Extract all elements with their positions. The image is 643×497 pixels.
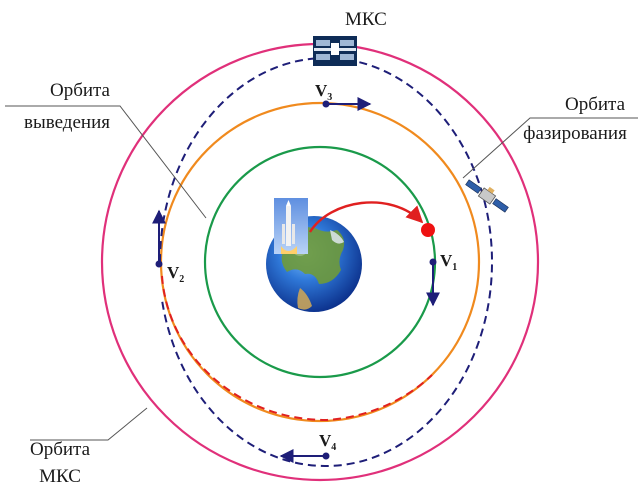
v3-letter: V [315, 81, 328, 100]
svg-text:V4: V4 [319, 431, 336, 453]
v4-index: 4 [331, 442, 336, 453]
velocity-v3: V3 [315, 81, 372, 111]
iss-label: МКС [345, 9, 387, 30]
v2-letter: V [167, 263, 180, 282]
svg-text:V1: V1 [440, 251, 457, 273]
transfer-dashed-red [161, 275, 433, 422]
iss-orbit-label-line1: Орбита [30, 439, 91, 460]
launch-trajectory [308, 201, 424, 233]
rocket-launch-icon [274, 198, 308, 254]
leader-launch-orbit [5, 105, 207, 219]
velocity-v4: V4 [279, 431, 336, 463]
launch-orbit-label-line1: Орбита [50, 80, 111, 101]
spacecraft-dot [421, 223, 435, 237]
phasing-orbit-label-line1: Орбита [565, 94, 626, 115]
velocity-v1: V1 [426, 251, 457, 307]
svg-text:V2: V2 [167, 263, 184, 285]
v2-index: 2 [179, 274, 184, 285]
space-station-icon [313, 36, 357, 66]
velocity-v2: V2 [152, 209, 184, 285]
v1-index: 1 [452, 262, 457, 273]
iss-orbit-label-line2: МКС [39, 466, 81, 487]
leader-iss-orbit [30, 407, 148, 441]
phasing-orbit-label-line2: фазирования [523, 123, 627, 144]
leader-phasing-orbit [462, 117, 638, 179]
v4-letter: V [319, 431, 332, 450]
v3-index: 3 [327, 92, 332, 103]
v1-letter: V [440, 251, 453, 270]
svg-text:V3: V3 [315, 81, 332, 103]
spacecraft-icon [465, 179, 509, 213]
launch-orbit-label-line2: выведения [24, 112, 110, 133]
transfer-dashed-outer [159, 56, 494, 468]
